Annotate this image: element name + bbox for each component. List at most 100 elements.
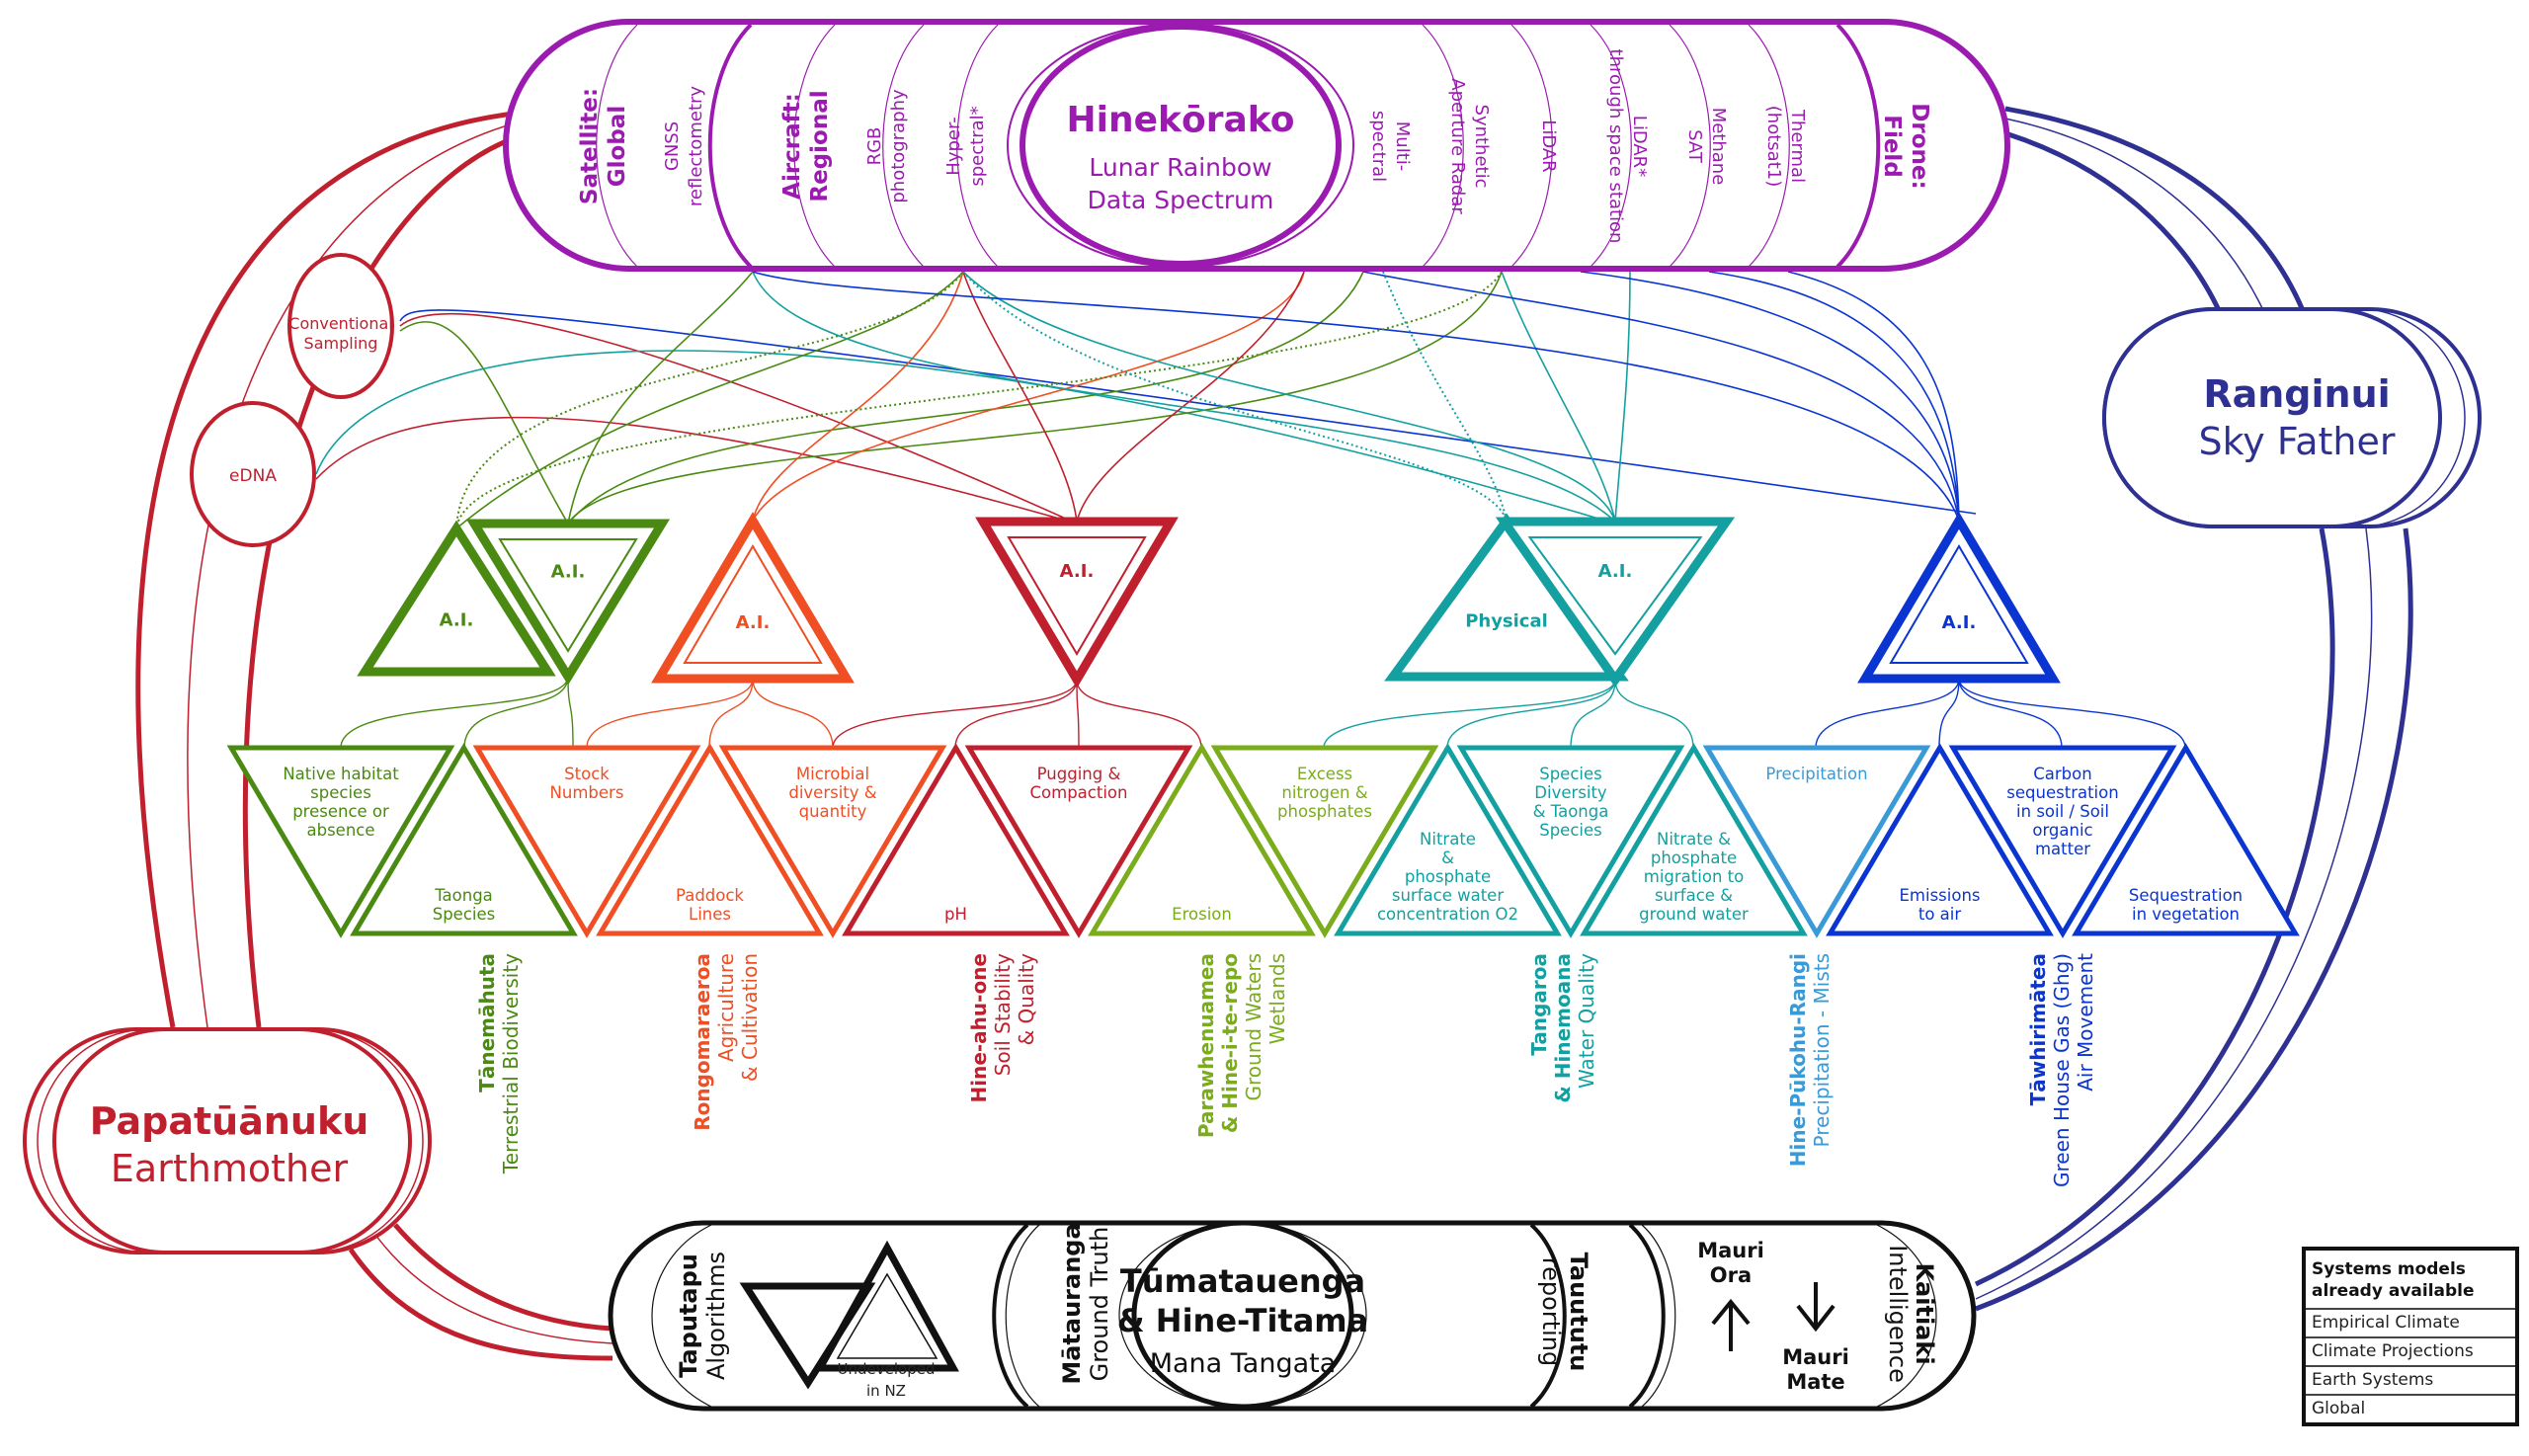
indicator-label: surface & xyxy=(1655,886,1733,905)
indicator-label: Native habitat xyxy=(283,765,399,783)
indicator-label: Emissions xyxy=(1899,886,1980,905)
data-flow-curve xyxy=(399,309,1977,515)
indicator-label: Carbon xyxy=(2033,765,2091,783)
legend-item: Global xyxy=(2312,1399,2366,1418)
reporting-label: reporting xyxy=(1537,1257,1565,1366)
top-segment-label: LiDAR xyxy=(1538,120,1559,172)
domain-name: & Hinemoana xyxy=(1551,953,1575,1103)
top-segment-label: Hyper- xyxy=(943,117,964,175)
arrow-down-icon xyxy=(1796,1282,1836,1333)
papatuanuku-top-arc-inner xyxy=(242,135,515,1028)
domain-name: Hine-ahu-one xyxy=(967,953,991,1103)
bottom-left-cap-inner xyxy=(651,1224,712,1408)
edna-label: eDNA xyxy=(229,466,277,486)
top-pill-divider xyxy=(1590,24,1632,268)
ai-to-indicator-curve xyxy=(1815,678,1960,749)
indicator-label: pH xyxy=(944,905,967,924)
indicator-triangle: Erosion xyxy=(1088,743,1316,936)
top-pill-divider xyxy=(956,24,999,268)
algorithms-label: Algorithms xyxy=(702,1252,730,1380)
domain-name: & Hine-i-te-repo xyxy=(1218,953,1242,1133)
domain-name: Tāwhirimātea xyxy=(2026,953,2050,1105)
legend-item: Empirical Climate xyxy=(2306,1310,2515,1338)
tumatauenga-title-2: & Hine-Titama xyxy=(1117,1302,1368,1339)
domain-description: & Quality xyxy=(1015,953,1038,1046)
indicator-label: absence xyxy=(306,821,374,840)
data-flow-curve xyxy=(962,271,1616,523)
indicator-triangle-shape xyxy=(226,745,455,938)
domain-name: Tangaroa xyxy=(1527,953,1551,1056)
indicator-triangle-shape xyxy=(1456,745,1685,938)
edna-node: eDNA xyxy=(190,401,316,547)
ai-triangle-inner-shape xyxy=(1889,544,2029,664)
papatuanuku-subtitle: Earthmother xyxy=(111,1147,349,1190)
ai-to-indicator-curve xyxy=(1958,678,2063,749)
indicator-triangle: pH xyxy=(842,743,1070,936)
domain-name: Parawhenuamea xyxy=(1194,953,1218,1138)
top-segment-label: RGB xyxy=(864,127,885,166)
top-segment-label: Multi- xyxy=(1392,121,1413,172)
ai-to-indicator-curve xyxy=(1446,679,1616,749)
ai-triangle-label: Physical xyxy=(1465,610,1548,631)
domain-description: Agriculture xyxy=(714,953,738,1062)
indicator-label: Species xyxy=(1539,821,1602,840)
undeveloped-label-2: in NZ xyxy=(866,1382,906,1400)
legend-item: Earth Systems xyxy=(2306,1367,2515,1396)
data-flow-curve xyxy=(567,271,1364,525)
tumatauenga-pill: Taputapu Algorithms Undeveloped in NZ Mā… xyxy=(608,1220,1977,1412)
ai-triangle: A.I. xyxy=(1857,512,2061,684)
domain-description: Ground Waters xyxy=(1242,953,1265,1100)
indicator-triangle: Precipitation xyxy=(1702,745,1931,938)
data-flow-curve xyxy=(752,271,1960,522)
top-pill-divider xyxy=(1748,24,1790,268)
indicator-triangle-shape xyxy=(596,743,824,936)
data-flow-curve xyxy=(1362,271,1960,522)
indicator-triangle-shape xyxy=(964,745,1193,938)
domain-description: & Cultivation xyxy=(738,953,762,1082)
indicator-label: quantity xyxy=(799,802,867,821)
top-segment-label: (hotsat1) xyxy=(1763,106,1784,187)
ranginui-top-arc-mid xyxy=(2004,118,2263,309)
papatuanuku-node: Papatūānuku Earthmother xyxy=(23,1027,432,1254)
tumatauenga-title-1: Tūmatauenga xyxy=(1120,1262,1365,1300)
indicator-label: in vegetation xyxy=(2132,905,2240,924)
ai-triangle-shape xyxy=(1857,512,2061,684)
indicator-triangle-shape xyxy=(2072,743,2300,936)
top-pill-divider xyxy=(1510,24,1553,268)
kaitiaki-label: Kaitiaki xyxy=(1911,1262,1938,1364)
indicator-triangle-shape xyxy=(1334,743,1562,936)
conventional-sampling-label-2: Sampling xyxy=(304,334,378,353)
papatuanuku-bottom-arc-inner xyxy=(393,1223,613,1332)
data-flow-curve xyxy=(752,271,1305,522)
top-segment-label: reflectometry xyxy=(686,86,706,207)
bottom-divider-1 xyxy=(992,1223,1029,1409)
tumatauenga-circle-outer xyxy=(1118,1222,1367,1408)
indicator-triangle-shape xyxy=(1826,743,2054,936)
data-flow-curve-dotted xyxy=(455,271,964,529)
indicator-label: phosphate xyxy=(1405,867,1491,886)
domain-description: Air Movement xyxy=(2074,953,2097,1092)
indicator-label: sequestration xyxy=(2006,783,2118,802)
indicator-label: Numbers xyxy=(550,783,624,802)
ai-triangle-label: A.I. xyxy=(551,561,586,582)
undeveloped-up-triangle-inner-icon xyxy=(836,1272,938,1359)
papatuanuku-outline xyxy=(52,1027,412,1254)
ground-truth-label: Ground Truth xyxy=(1086,1227,1113,1382)
legend-title-line-2: already available xyxy=(2312,1281,2475,1301)
data-flow-curve xyxy=(455,271,964,529)
legend-title-line-1: Systems models xyxy=(2312,1259,2466,1279)
legend-item: Climate Projections xyxy=(2306,1338,2515,1367)
indicator-label: phosphates xyxy=(1277,802,1372,821)
indicator-triangle-shape xyxy=(1948,745,2177,938)
indicator-label: nitrogen & xyxy=(1281,783,1367,802)
ranginui-bottom-arc-outer xyxy=(1975,527,2413,1312)
indicator-label: Species xyxy=(433,905,496,924)
mauri-ora-label-2: Ora xyxy=(1710,1263,1752,1287)
